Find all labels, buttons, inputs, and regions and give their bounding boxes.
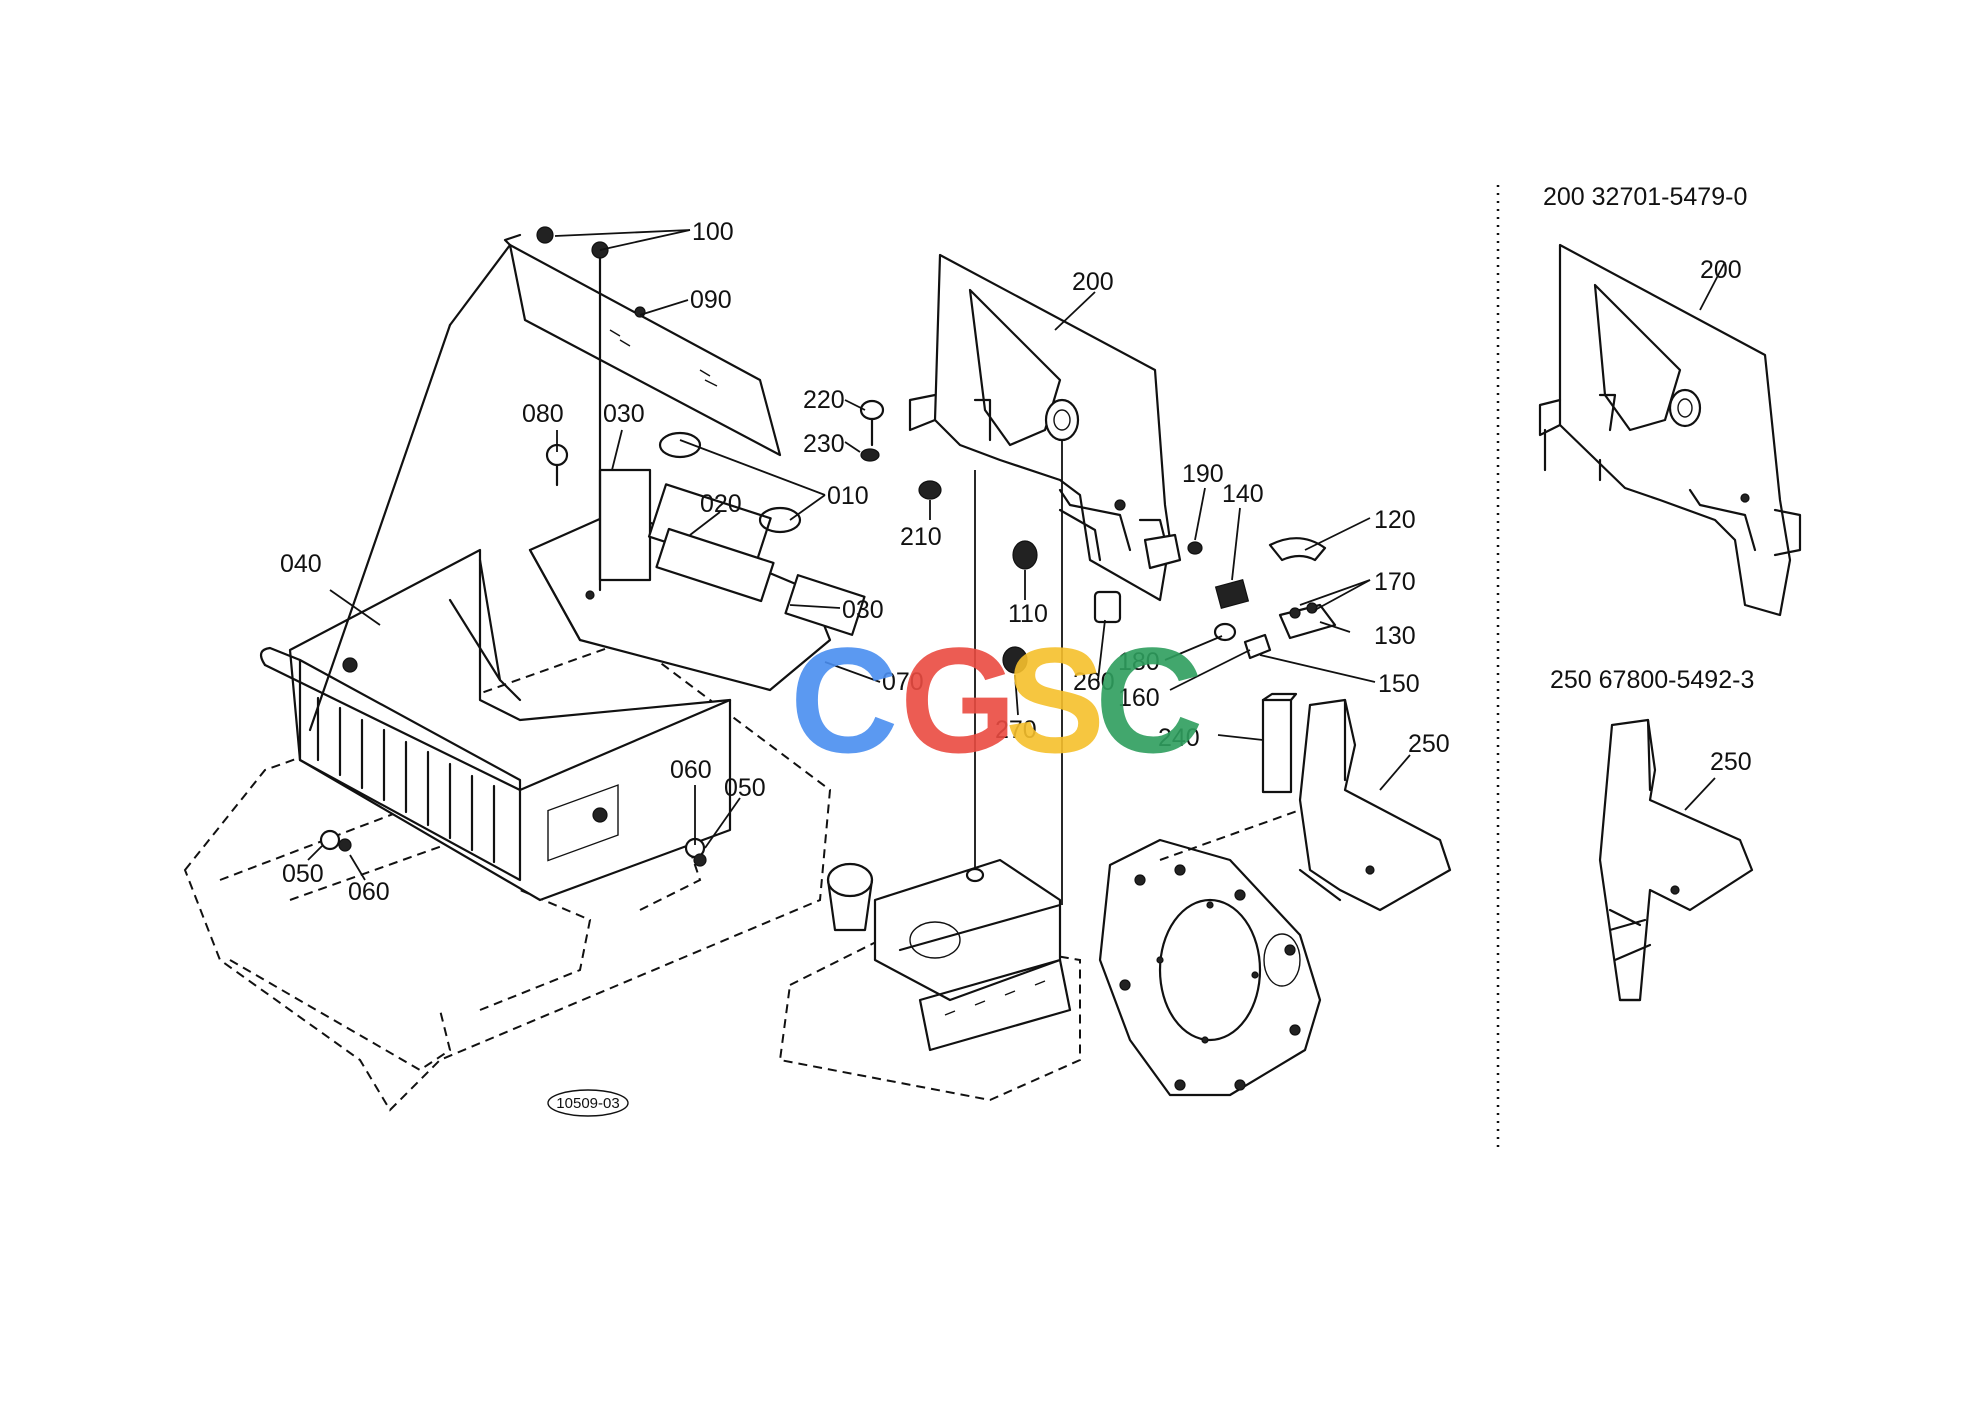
callout-070: 070 — [882, 668, 924, 696]
inset-200-callout: 200 — [1700, 256, 1742, 284]
callout-120: 120 — [1374, 506, 1416, 534]
callout-250: 250 — [1408, 730, 1450, 758]
inset-cover-250: 250 67800-5492-3 250 — [1550, 666, 1754, 1002]
callout-060-right: 060 — [670, 756, 712, 784]
block-240 — [1261, 692, 1298, 794]
callout-labels: 100 090 080 030 010 020 040 030 070 060 … — [280, 218, 1450, 906]
callout-020: 020 — [700, 490, 742, 518]
watermark-letter-4: C — [1095, 616, 1203, 784]
callout-030-top: 030 — [603, 400, 645, 428]
inset-250-header: 250 67800-5492-3 — [1550, 666, 1754, 694]
callout-100: 100 — [692, 218, 734, 246]
callout-090: 090 — [690, 286, 732, 314]
figure-code-stamp: 10509-03 — [547, 1089, 629, 1117]
figure-code: 10509-03 — [556, 1095, 619, 1112]
callout-170: 170 — [1374, 568, 1416, 596]
inset-200-header: 200 32701-5479-0 — [1543, 183, 1747, 211]
engine-block — [778, 858, 1081, 1102]
callout-050-right: 050 — [724, 774, 766, 802]
callout-190: 190 — [1182, 460, 1224, 488]
watermark-letter-1: C — [790, 616, 898, 784]
bracket-200 — [908, 253, 1172, 602]
mounting-tray — [528, 431, 866, 692]
callout-260: 260 — [1073, 668, 1115, 696]
box-assembly-040 — [259, 548, 732, 902]
callout-130: 130 — [1374, 622, 1416, 650]
clip-260 — [1093, 590, 1122, 624]
cover-250 — [1159, 698, 1452, 912]
callout-180: 180 — [1118, 648, 1160, 676]
bracket-190 — [1143, 533, 1203, 570]
callout-040: 040 — [280, 550, 322, 578]
callout-230: 230 — [803, 430, 845, 458]
callout-160: 160 — [1118, 684, 1160, 712]
callout-220: 220 — [803, 386, 845, 414]
callout-080: 080 — [522, 400, 564, 428]
bolt-220-230 — [859, 399, 885, 462]
watermark-letter-3: S — [1005, 616, 1105, 784]
watermark-letter-2: G — [900, 616, 1017, 784]
switch-130-170 — [1278, 602, 1337, 640]
cgsc-watermark-logo: C G S C — [790, 616, 1203, 784]
callout-060-left: 060 — [348, 878, 390, 906]
callout-010: 010 — [827, 482, 869, 510]
callout-030-right: 030 — [842, 596, 884, 624]
callout-270: 270 — [995, 716, 1037, 744]
callout-240: 240 — [1158, 724, 1200, 752]
callout-140: 140 — [1222, 480, 1264, 508]
callout-110: 110 — [1008, 600, 1048, 628]
cap-120 — [1268, 537, 1327, 562]
leader-lines — [307, 229, 1411, 881]
callout-150: 150 — [1378, 670, 1420, 698]
switch-140 — [1214, 579, 1250, 609]
inset-250-callout: 250 — [1710, 748, 1752, 776]
flywheel-housing — [1098, 838, 1322, 1097]
inset-bracket-200: 200 32701-5479-0 200 — [1538, 183, 1802, 617]
nut-210 — [918, 480, 942, 500]
callout-050-left: 050 — [282, 860, 324, 888]
callout-210: 210 — [900, 523, 942, 551]
fastener-050-060 — [319, 829, 707, 867]
nut-110 — [1012, 540, 1038, 570]
callout-200: 200 — [1072, 268, 1114, 296]
nut-270 — [1002, 646, 1028, 674]
panel-090 — [308, 226, 782, 732]
